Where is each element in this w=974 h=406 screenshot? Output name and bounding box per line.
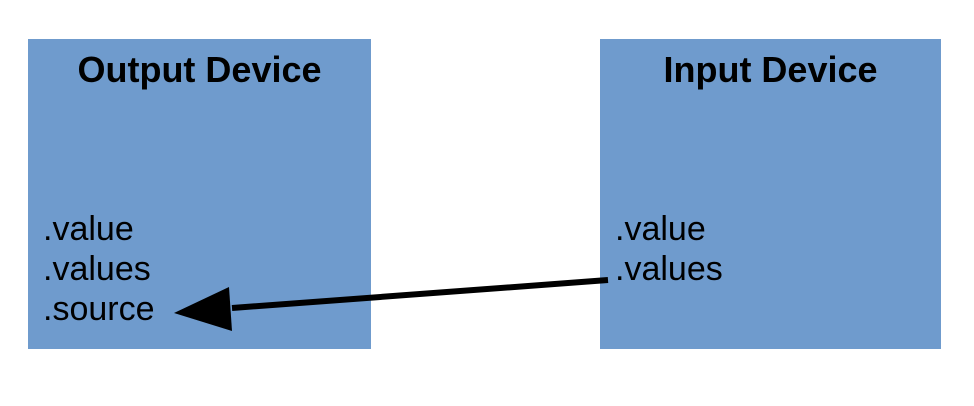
field-label-value: .value bbox=[43, 210, 134, 248]
field-label-source: .source bbox=[43, 290, 155, 328]
input-device-title: Input Device bbox=[663, 49, 878, 90]
field-label-value: .value bbox=[615, 210, 706, 248]
output-device-box: Output Device .value .values .source bbox=[28, 39, 371, 349]
field-label-values: .values bbox=[615, 250, 723, 288]
field-label-values: .values bbox=[43, 250, 151, 288]
input-device-fields: .value .values bbox=[615, 209, 723, 289]
input-device-box: Input Device .value .values bbox=[600, 39, 941, 349]
output-device-title: Output Device bbox=[77, 49, 322, 90]
output-device-fields: .value .values .source bbox=[43, 209, 155, 329]
